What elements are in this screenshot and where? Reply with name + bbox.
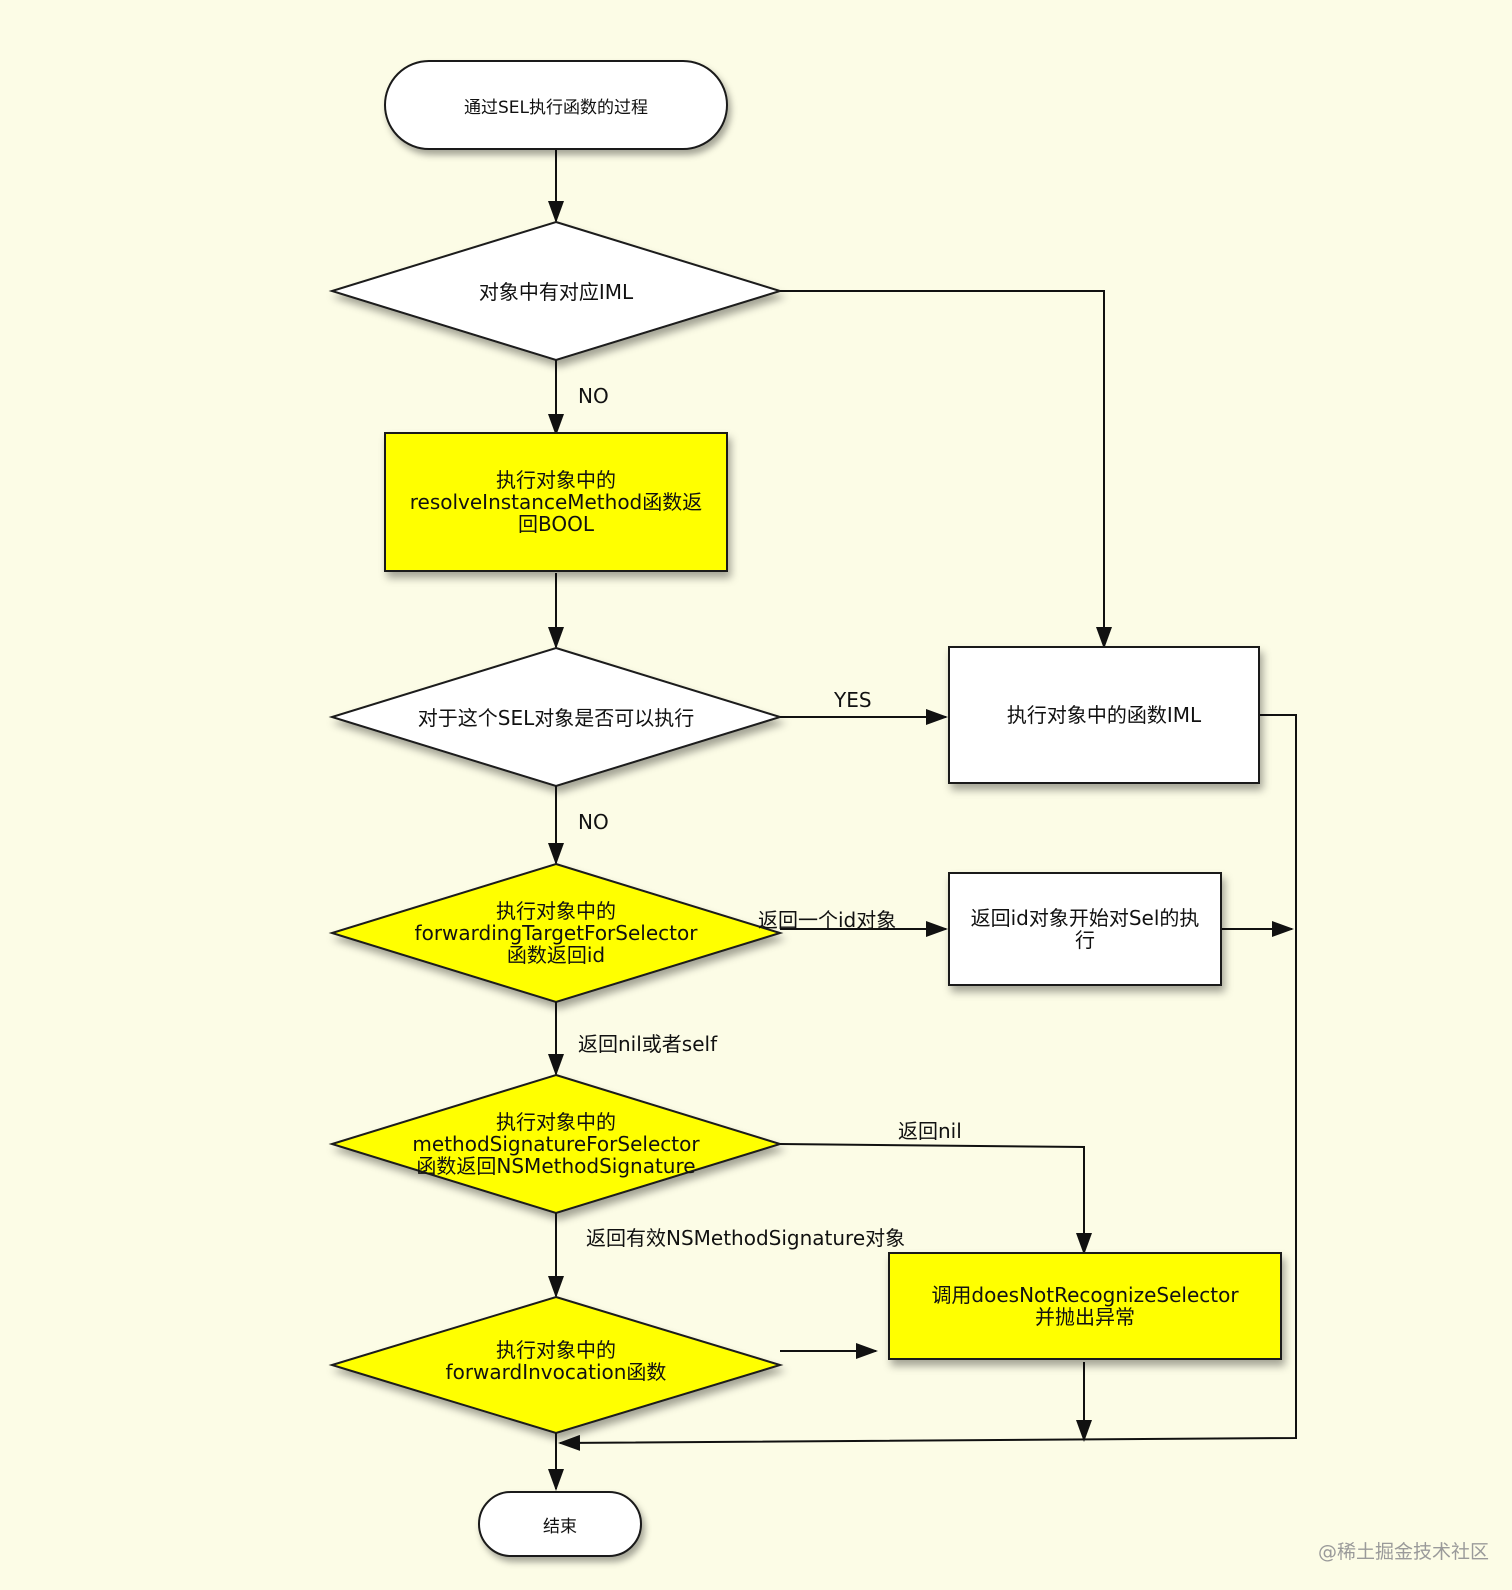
edge-label-yes: YES [834,688,872,712]
edge-check-yes-to-execute-iml [780,290,1112,649]
decision-forward-invocation-label: 执行对象中的 forwardInvocation函数 [445,1338,667,1384]
process-return-id-execute-label: 返回id对象开始对Sel的执 行 [970,906,1200,952]
edge-label-return-nil-or-self: 返回nil或者self [578,1032,718,1056]
end-terminal: 结束 [478,1491,642,1557]
edge-label-return-nil: 返回nil [898,1119,962,1143]
edge-label-no-2: NO [578,810,609,834]
decision-method-signature-label: 执行对象中的 methodSignatureForSelector 函数返回NS… [412,1110,700,1178]
process-execute-iml-label: 执行对象中的函数IML [1006,703,1202,727]
edge-execute-iml-to-end-path [558,714,1297,1451]
start-terminal-label: 通过SEL执行函数的过程 [463,97,648,118]
start-terminal: 通过SEL执行函数的过程 [384,60,728,150]
decision-forward-invocation: 执行对象中的 forwardInvocation函数 [392,1333,720,1389]
process-return-id-execute: 返回id对象开始对Sel的执 行 [948,872,1222,986]
decision-check-iml: 对象中有对应IML [392,270,720,314]
edge-label-return-id: 返回一个id对象 [758,908,897,932]
process-execute-iml: 执行对象中的函数IML [948,646,1260,784]
decision-forwarding-target-label: 执行对象中的 forwardingTargetForSelector 函数返回i… [414,899,698,967]
decision-can-execute: 对于这个SEL对象是否可以执行 [392,696,720,740]
process-does-not-recognize-selector-label: 调用doesNotRecognizeSelector 并抛出异常 [931,1283,1239,1329]
watermark-text: @稀土掘金技术社区 [1318,1541,1490,1563]
process-resolve-instance-method-label: 执行对象中的 resolveInstanceMethod函数返 回BOOL [409,468,703,536]
decision-check-iml-label: 对象中有对应IML [478,280,634,304]
edge-label-no-1: NO [578,384,609,408]
edge-method-signature-nil-to-does-not-recognize [779,1143,1092,1255]
process-does-not-recognize-selector: 调用doesNotRecognizeSelector 并抛出异常 [888,1252,1282,1360]
decision-forwarding-target: 执行对象中的 forwardingTargetForSelector 函数返回i… [372,893,740,973]
decision-can-execute-label: 对于这个SEL对象是否可以执行 [417,706,695,730]
edge-label-return-valid-signature: 返回有效NSMethodSignature对象 [586,1226,906,1250]
decision-method-signature: 执行对象中的 methodSignatureForSelector 函数返回NS… [372,1104,740,1184]
end-terminal-label: 结束 [543,1516,577,1537]
process-resolve-instance-method: 执行对象中的 resolveInstanceMethod函数返 回BOOL [384,432,728,572]
